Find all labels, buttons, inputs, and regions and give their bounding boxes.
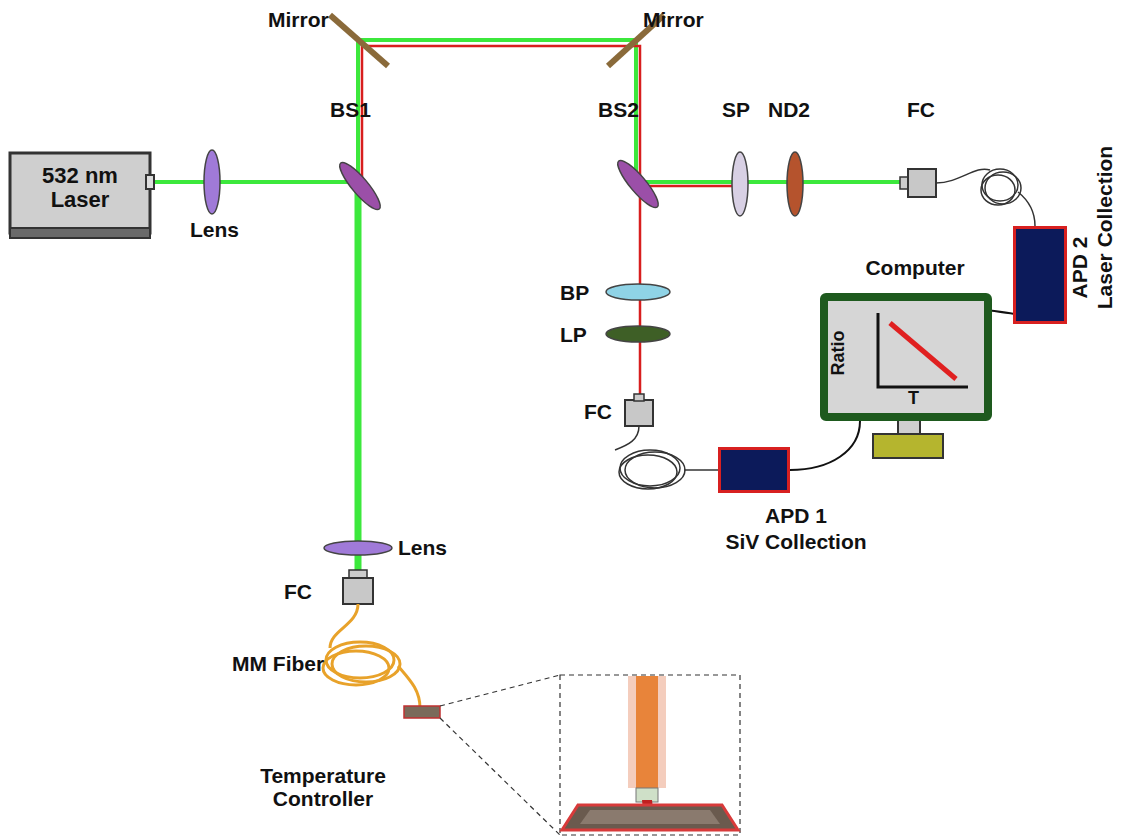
apd-detector	[1013, 226, 1067, 324]
fiber-coupler-label: FC	[284, 580, 312, 603]
node-label: 532 nm Laser	[20, 164, 140, 212]
beamsplitter-label: BS2	[598, 98, 639, 121]
mirror-label: Mirror	[268, 8, 329, 31]
stage-label: Temperature Controller	[248, 764, 398, 810]
laser-box: 532 nm Laser	[10, 153, 150, 229]
fiber-coupler-label: FC	[907, 98, 935, 121]
mirror-label: Mirror	[643, 8, 704, 31]
filter-label: LP	[560, 323, 587, 346]
node-text: SiV Collection	[711, 530, 881, 553]
computer-monitor: ComputerRatioT	[820, 293, 992, 421]
node-label: APD 2	[1068, 237, 1091, 299]
signal-cable	[790, 421, 860, 470]
filter-label: SP	[722, 98, 750, 121]
node-text: T	[908, 389, 919, 409]
node-text: Laser Collection	[1093, 146, 1116, 309]
apd-detector: APD 1SiV Collection	[718, 447, 790, 493]
filter-label: ND2	[768, 98, 810, 121]
node-label: Computer	[830, 256, 1000, 279]
filter-label: BP	[560, 281, 589, 304]
beamsplitter-label: BS1	[330, 98, 371, 121]
lens-label: Lens	[190, 218, 239, 241]
node-text: Ratio	[828, 330, 848, 375]
fiber-coupler-label: FC	[584, 400, 612, 423]
plot-axes	[828, 301, 984, 413]
node-label: APD 1	[721, 504, 871, 527]
fiber-label: MM Fiber	[232, 652, 324, 675]
lens-label: Lens	[398, 536, 447, 559]
